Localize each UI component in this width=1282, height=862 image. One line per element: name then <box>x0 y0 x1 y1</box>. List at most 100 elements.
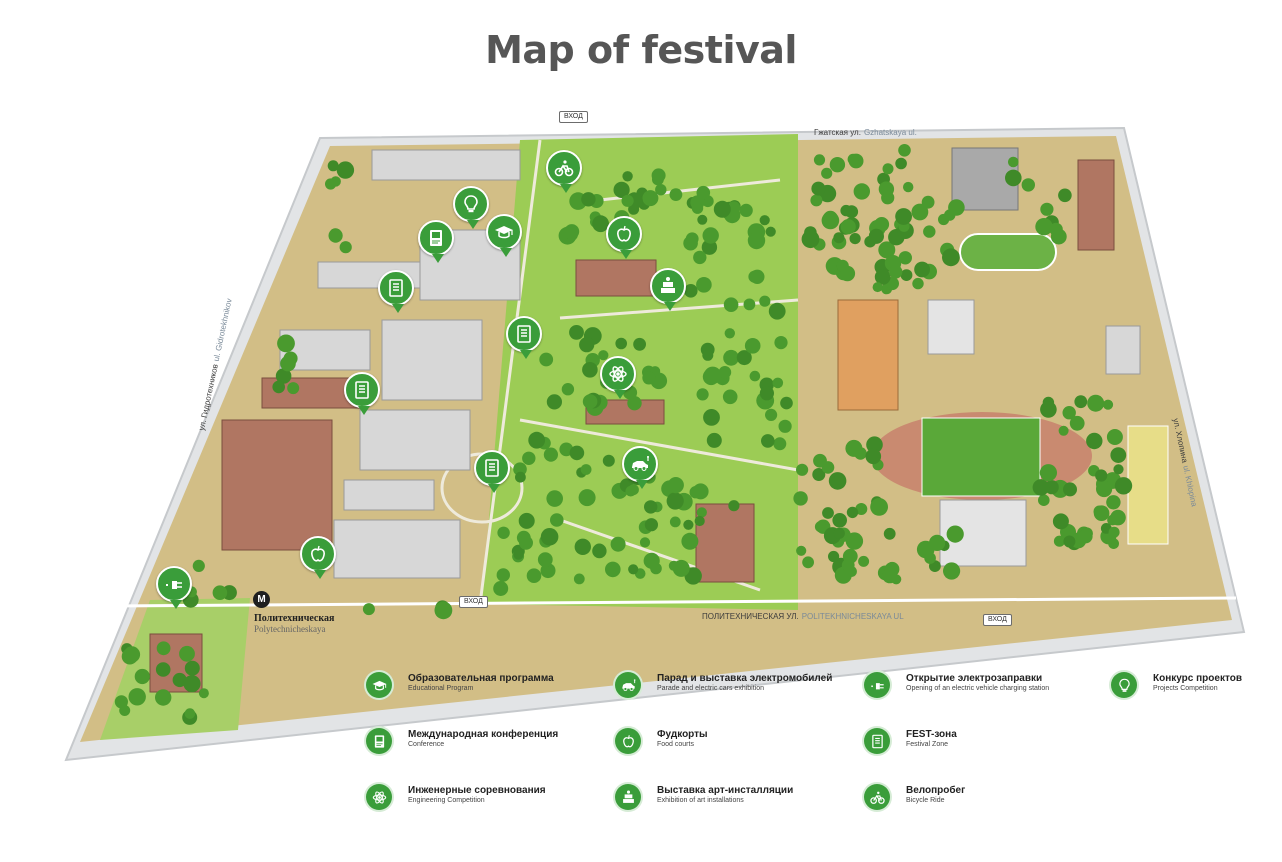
tree <box>849 233 861 245</box>
tree <box>605 561 621 578</box>
legend-label-ru: Инженерные соревнования <box>408 785 546 796</box>
sports-fields <box>872 233 1169 545</box>
trees <box>114 144 1133 725</box>
tree <box>840 219 856 235</box>
brick-building <box>221 419 333 551</box>
map-pin-graduation-cap[interactable] <box>486 214 522 257</box>
tree <box>914 261 930 278</box>
map-pin-atom[interactable] <box>600 356 636 399</box>
art-installation-icon <box>615 784 641 810</box>
tree <box>283 351 298 366</box>
map-pin-bicycle[interactable] <box>546 150 582 193</box>
legend-label-ru: FEST-зона <box>906 729 957 740</box>
lightbulb-icon <box>1111 672 1137 698</box>
tree <box>565 228 578 241</box>
map-pin-fest-zone[interactable] <box>506 316 542 359</box>
map-pin-apple[interactable] <box>300 536 336 579</box>
map-pin-fest-zone[interactable] <box>344 372 380 415</box>
tree <box>703 409 720 426</box>
tree <box>1032 479 1050 496</box>
tree <box>868 228 885 244</box>
tree <box>706 432 722 448</box>
tree <box>1052 513 1069 530</box>
tree <box>696 277 712 293</box>
map-pin-lightbulb[interactable] <box>453 186 489 229</box>
tree <box>814 521 827 533</box>
tree <box>802 556 814 569</box>
tree <box>327 160 339 172</box>
tree <box>642 190 659 207</box>
tree <box>900 269 913 281</box>
tree <box>515 471 526 483</box>
tree <box>749 370 761 382</box>
map-pin-charging-plug[interactable] <box>156 566 192 609</box>
tree <box>840 204 852 217</box>
metro-station-ru: Политехническая <box>254 613 335 624</box>
tree <box>528 431 546 449</box>
entrance-southeast: ВХОД <box>983 614 1012 626</box>
metro-station-en: Polytechnicheskaya <box>254 624 326 634</box>
tree <box>497 526 510 539</box>
tree <box>692 483 709 500</box>
tree <box>1114 477 1133 495</box>
tree <box>613 181 630 198</box>
map-pin-fest-zone[interactable] <box>474 450 510 493</box>
tree <box>339 241 352 254</box>
tree <box>513 549 524 560</box>
legend-label-en: Exhibition of art installations <box>657 797 744 804</box>
tree <box>772 377 784 389</box>
tree <box>878 241 896 259</box>
legend-label-en: Festival Zone <box>906 741 949 748</box>
tree <box>513 462 527 477</box>
tree <box>759 386 775 401</box>
stadium-pitch <box>921 417 1041 497</box>
map-pin-book[interactable] <box>418 220 454 263</box>
tree <box>592 215 609 233</box>
tree <box>1063 535 1076 548</box>
map-pin-apple[interactable] <box>606 216 642 259</box>
map-pin-electric-car[interactable] <box>622 446 658 489</box>
tree <box>813 453 827 468</box>
map-pin-art-installation[interactable] <box>650 268 686 311</box>
graduation-cap-icon <box>493 221 515 243</box>
brick-building <box>1077 159 1115 251</box>
tree <box>829 157 846 173</box>
tree <box>1110 509 1126 526</box>
tree <box>192 559 205 573</box>
bicycle-icon <box>553 157 575 179</box>
tree <box>1035 218 1053 236</box>
street-label-north: Гжатская ул.Gzhatskaya ul. <box>814 128 917 137</box>
tree <box>183 675 201 693</box>
tree <box>833 232 845 244</box>
tree <box>198 688 209 699</box>
fest-zone-icon <box>864 728 890 754</box>
tree <box>1102 399 1114 410</box>
tree <box>522 451 536 465</box>
atom-icon <box>607 363 629 385</box>
tree <box>946 525 964 543</box>
tree <box>761 434 775 448</box>
tree <box>1069 415 1085 431</box>
tree <box>212 585 228 600</box>
tree <box>911 203 929 221</box>
tree <box>704 366 722 384</box>
street-label-south: ПОЛИТЕХНИЧЕСКАЯ УЛ.POLITEKHNICHESKAYA UL <box>702 612 904 621</box>
tree <box>743 298 756 311</box>
central-park-lawn <box>482 134 798 610</box>
tree <box>759 295 771 307</box>
tree <box>1053 535 1066 547</box>
tree <box>793 491 808 506</box>
charging-plug-icon <box>864 672 890 698</box>
building <box>371 149 521 181</box>
tree <box>1008 156 1019 168</box>
tree <box>578 489 596 507</box>
map-pin-fest-zone[interactable] <box>378 270 414 313</box>
tree <box>833 473 845 485</box>
